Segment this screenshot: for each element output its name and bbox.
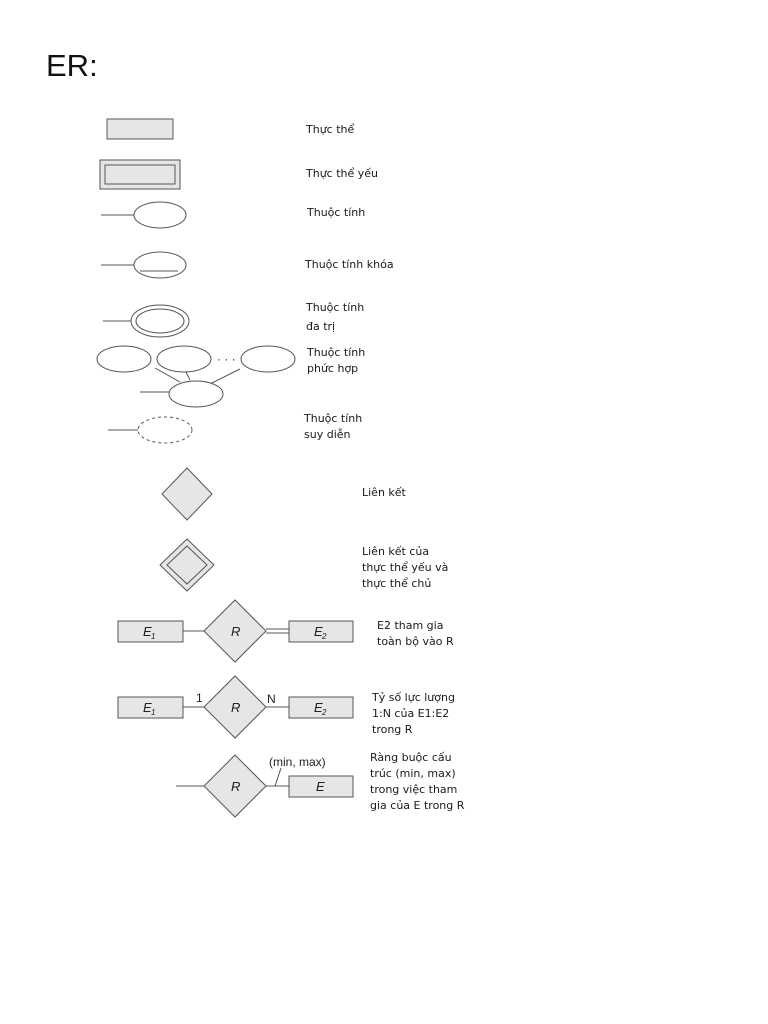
entity-e1-subscript: 1 <box>151 632 155 641</box>
legend-label-multivalued-attribute: Thuộc tính đa trị <box>306 301 365 333</box>
entity-e2-subscript: 2 <box>321 708 327 717</box>
multivalued-attribute-symbol <box>103 304 190 338</box>
legend-label-entity: Thực thể <box>306 123 355 136</box>
min-max-label: (min, max) <box>269 755 326 769</box>
cardinality-many-label: N <box>267 692 276 706</box>
entity-e1-label: E <box>143 700 152 715</box>
entity-e2-subscript: 2 <box>321 632 327 641</box>
composite-attribute-symbol: · · · <box>96 345 296 408</box>
derived-attribute-symbol <box>108 416 193 444</box>
legend-label-attribute: Thuộc tính <box>307 206 366 219</box>
legend-label-weak-entity: Thực thể yếu <box>306 167 379 180</box>
legend-label-total-participation: E2 tham gia toàn bộ vào R <box>377 619 454 648</box>
composite-ellipsis: · · · <box>217 352 236 366</box>
legend-label-composite-attribute: Thuộc tính phức hợp <box>307 346 366 375</box>
legend-label-key-attribute: Thuộc tính khóa <box>305 258 394 271</box>
key-attribute-symbol <box>101 251 187 279</box>
page-title: ER: <box>46 48 98 83</box>
entity-e1-subscript: 1 <box>151 708 155 717</box>
entity-symbol <box>106 118 174 140</box>
identifying-relationship-symbol <box>159 538 215 592</box>
relation-name-label: R <box>231 624 240 639</box>
min-max-diagram: R E (min, max) <box>176 754 354 818</box>
cardinality-one-label: 1 <box>196 691 203 705</box>
entity-e-label: E <box>316 779 325 794</box>
entity-e2-label: E <box>314 700 323 715</box>
total-participation-diagram: E 1 R E 2 <box>117 599 354 663</box>
relation-name-label: R <box>231 700 240 715</box>
entity-e2-label: E <box>314 624 323 639</box>
relationship-symbol <box>161 467 213 521</box>
legend-label-relationship: Liên kết <box>362 486 406 499</box>
cardinality-ratio-diagram: E 1 R E 2 1 N <box>117 675 354 739</box>
legend-label-min-max: Ràng buộc cấu trúc (min, max) trong việc… <box>370 751 465 812</box>
relation-name-label: R <box>231 779 240 794</box>
attribute-symbol <box>101 201 187 229</box>
entity-e1-label: E <box>143 624 152 639</box>
legend-label-cardinality-ratio: Tỷ số lực lượng 1:N của E1:E2 trong R <box>372 691 455 736</box>
weak-entity-symbol <box>99 159 181 190</box>
legend-label-identifying-relationship: Liên kết của thực thể yếu và thực thể ch… <box>362 545 449 590</box>
legend-label-derived-attribute: Thuộc tính suy diễn <box>304 412 363 441</box>
